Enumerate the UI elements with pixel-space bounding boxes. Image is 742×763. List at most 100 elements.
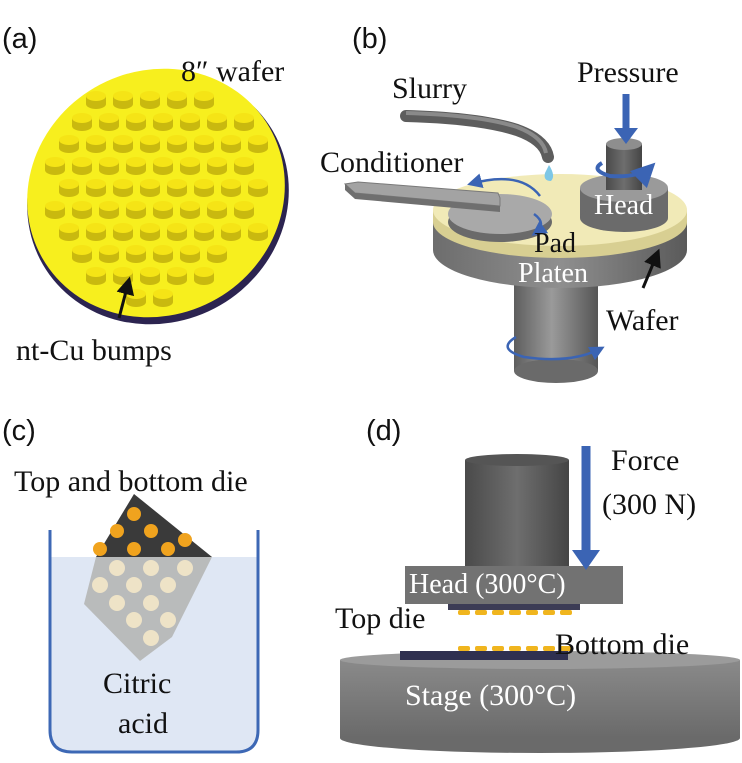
nt-cu-bump-top (99, 113, 119, 123)
die-bump (127, 507, 141, 521)
nt-cu-bump-top (248, 135, 268, 145)
nt-cu-bump-top (126, 157, 146, 167)
nt-cu-bump-base (113, 187, 133, 197)
nt-cu-bump-top (86, 267, 106, 277)
nt-cu-bump-top (140, 267, 160, 277)
nt-cu-bump-base (126, 165, 146, 175)
panel-b: (b) Slu (320, 23, 687, 383)
nt-cu-bump-base (126, 121, 146, 131)
nt-cu-bump-base (153, 209, 173, 219)
die-bump (110, 524, 124, 538)
force-label-line1: Force (611, 444, 679, 477)
nt-cu-bump-base (234, 165, 254, 175)
nt-cu-bump-top (221, 223, 241, 233)
nt-cu-bump-base (153, 253, 173, 263)
nt-cu-bump-top (99, 157, 119, 167)
bottom-die-bump (492, 646, 504, 651)
nt-cu-bump-base (113, 99, 133, 109)
nt-cu-bump-base (248, 143, 268, 153)
bonder-head-column (465, 460, 569, 566)
nt-cu-bump-base (126, 209, 146, 219)
nt-cu-bump-top (72, 157, 92, 167)
nt-cu-bump-base (126, 253, 146, 263)
pad-rotation-arrow (467, 173, 541, 197)
conditioner-label: Conditioner (320, 146, 463, 179)
die-bump (127, 542, 141, 556)
die-bump-submerged (126, 577, 142, 593)
nt-cu-bump-base (167, 99, 187, 109)
bottom-die-bump (526, 646, 538, 651)
nt-cu-bump-top (86, 91, 106, 101)
nt-cu-bump-base (167, 187, 187, 197)
panel-d: (d) Force (300 N) Head (300°C) Top die B… (335, 415, 740, 753)
top-die-bump (509, 610, 521, 615)
bottom-die-label: Bottom die (555, 628, 689, 661)
nt-cu-bump-base (113, 231, 133, 241)
nt-cu-bump-top (86, 223, 106, 233)
nt-cu-bump-top (194, 91, 214, 101)
nt-cu-bump-base (45, 165, 65, 175)
die-submerged-bumps (92, 560, 193, 646)
die-bump-submerged (143, 595, 159, 611)
top-die-bump (475, 610, 487, 615)
top-die (448, 604, 580, 610)
nt-cu-bump-base (180, 121, 200, 131)
nt-cu-bump-base (167, 143, 187, 153)
nt-cu-bump-base (153, 121, 173, 131)
die-bump-submerged (126, 612, 142, 628)
bottom-die-bump (560, 646, 572, 651)
nt-cu-bump-base (180, 209, 200, 219)
nt-cu-bump-base (180, 253, 200, 263)
nt-cu-bump-base (194, 99, 214, 109)
nt-cu-bump-base (180, 165, 200, 175)
platen-shaft-bottom (514, 359, 598, 383)
nt-cu-bump-base (207, 165, 227, 175)
head-temp-label: Head (300°C) (409, 569, 566, 600)
nt-cu-bump-top (59, 179, 79, 189)
nt-cu-bump-top (180, 113, 200, 123)
nt-cu-bump-top (99, 245, 119, 255)
nt-cu-bump-base (59, 231, 79, 241)
nt-cu-bump-base (140, 275, 160, 285)
bottom-die-bumps (458, 646, 572, 651)
nt-cu-bump-base (153, 297, 173, 307)
top-die-bump (543, 610, 555, 615)
nt-cu-bump-base (72, 121, 92, 131)
nt-cu-bump-base (194, 187, 214, 197)
head-label: Head (594, 190, 653, 221)
nt-cu-bump-top (207, 113, 227, 123)
nt-cu-bump-base (167, 275, 187, 285)
die-bump (93, 542, 107, 556)
nt-cu-bump-base (167, 231, 187, 241)
nt-cu-bump-top (180, 201, 200, 211)
nt-cu-bump-top (153, 201, 173, 211)
nt-cu-bump-base (140, 187, 160, 197)
top-die-bump (560, 610, 572, 615)
force-label-line2: (300 N) (602, 488, 696, 521)
nt-cu-bump-top (167, 267, 187, 277)
bump-pointer-arrow (116, 276, 135, 319)
nt-cu-bump-top (234, 113, 254, 123)
panel-a-tag: (a) (2, 23, 37, 55)
die-bump-submerged (143, 560, 159, 576)
nt-cu-bump-top (180, 157, 200, 167)
platen-label: Platen (518, 258, 588, 289)
head-rotation-arrow (595, 161, 656, 189)
nt-cu-bump-base (207, 209, 227, 219)
die-bump-submerged (143, 630, 159, 646)
nt-cu-bump-top (99, 201, 119, 211)
nt-cu-bump-top (59, 223, 79, 233)
die (93, 494, 212, 557)
nt-cu-bump-top (207, 201, 227, 211)
nt-cu-bump-top (180, 245, 200, 255)
nt-cu-bump-base (248, 187, 268, 197)
die-bump (144, 524, 158, 538)
nt-cu-bump-base (126, 297, 146, 307)
nt-cu-bump-base (207, 253, 227, 263)
panel-b-tag: (b) (352, 23, 387, 55)
nt-cu-bump-base (86, 231, 106, 241)
nt-cu-bump-base (72, 165, 92, 175)
panel-d-tag: (d) (366, 415, 401, 447)
die-bump-submerged (109, 560, 125, 576)
